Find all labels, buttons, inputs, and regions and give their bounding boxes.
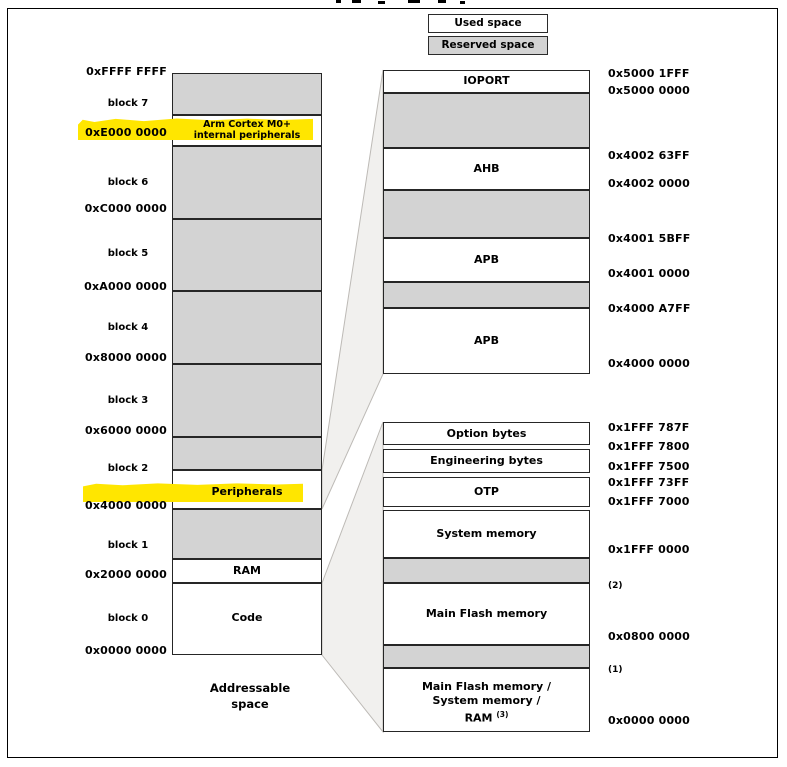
system-memory-label: System memory [436, 527, 537, 540]
legend-reserved-label: Reserved space [441, 39, 535, 51]
segment-block7-reserved [172, 73, 322, 115]
addr-0x1fff7000: 0x1FFF 7000 [608, 495, 690, 508]
block6-label: block 6 [107, 177, 149, 188]
ahb-box [383, 148, 590, 190]
flash-system-ram-box [383, 668, 590, 732]
addr-0x60000000: 0x6000 0000 [84, 424, 167, 437]
addressable-space-caption: Addressable space [180, 680, 320, 712]
code-label: Code [231, 611, 263, 624]
legend-used-box: Used space [428, 14, 548, 33]
reserved-gap-1 [383, 93, 590, 148]
note-3-ref: (3) [496, 710, 509, 719]
caption-line1: Addressable [209, 681, 291, 695]
block3-label: block 3 [107, 395, 149, 406]
engineering-bytes-label: Engineering bytes [430, 454, 543, 467]
addr-0x40000000: 0x4000 0000 [84, 499, 167, 512]
addr-0x20000000: 0x2000 0000 [84, 568, 167, 581]
addr-0x00000000-detail: 0x0000 0000 [608, 714, 691, 727]
segment-block4-reserved [172, 291, 322, 364]
highlight-cortex [78, 118, 313, 140]
ram-box [172, 559, 322, 583]
addr-0xffffffff: 0xFFFF FFFF [86, 65, 167, 78]
addr-0x40020000: 0x4002 0000 [608, 177, 691, 190]
segment-block3-reserved [172, 364, 322, 437]
engineering-bytes-box [383, 449, 590, 473]
legend-reserved-box: Reserved space [428, 36, 548, 55]
addr-0x1fff0000: 0x1FFF 0000 [608, 543, 690, 556]
peripherals-label: Peripherals [211, 485, 283, 498]
note-1-marker: (1) [608, 665, 623, 675]
cortex-label-line1: Arm Cortex M0+ [203, 119, 291, 130]
option-bytes-label: Option bytes [446, 427, 527, 440]
otp-label: OTP [474, 485, 499, 498]
addr-0x40010000: 0x4001 0000 [608, 267, 691, 280]
block7-label: block 7 [107, 98, 149, 109]
addr-0x80000000: 0x8000 0000 [84, 351, 167, 364]
addr-0xa0000000: 0xA000 0000 [84, 280, 167, 293]
cortex-label-line2: internal peripherals [193, 130, 301, 141]
block2-label: block 2 [107, 463, 149, 474]
system-memory-box [383, 510, 590, 558]
segment-block5-reserved [172, 219, 322, 291]
addr-0x1fff787f: 0x1FFF 787F [608, 421, 690, 434]
segment-block2-reserved [172, 437, 322, 470]
block1-label: block 1 [107, 540, 149, 551]
apb1-label: APB [474, 253, 499, 266]
ram-label: RAM [233, 564, 261, 577]
block5-label: block 5 [107, 248, 149, 259]
apb2-label: APB [474, 334, 499, 347]
reserved-gap-4 [383, 558, 590, 583]
figure-border [7, 8, 778, 758]
reserved-gap-5 [383, 645, 590, 668]
cropped-title-artifact [408, 0, 420, 3]
addr-0x4000a7ff: 0x4000 A7FF [608, 302, 691, 315]
apb2-box [383, 308, 590, 374]
fan-peripherals [321, 69, 384, 510]
reserved-gap-3 [383, 282, 590, 308]
combo-line2: System memory / [432, 694, 541, 707]
addr-0x400263ff: 0x4002 63FF [608, 149, 690, 162]
addr-0x50000000: 0x5000 0000 [608, 84, 691, 97]
addr-0x1fff7500: 0x1FFF 7500 [608, 460, 690, 473]
addr-0xe0000000: 0xE000 0000 [85, 126, 167, 139]
note-2-marker: (2) [608, 581, 623, 591]
cropped-title-artifact [336, 0, 341, 3]
addr-0x1fff73ff: 0x1FFF 73FF [608, 476, 690, 489]
fan-memory [321, 421, 384, 734]
addr-0x50001fff: 0x5000 1FFF [608, 67, 690, 80]
legend-used-label: Used space [454, 17, 522, 29]
reserved-gap-2 [383, 190, 590, 238]
flash-system-ram-label: Main Flash memory / System memory / RAM … [383, 680, 590, 726]
otp-box [383, 477, 590, 507]
cropped-title-artifact [460, 1, 465, 4]
option-bytes-box [383, 422, 590, 445]
caption-line2: space [231, 697, 269, 711]
block0-label: block 0 [107, 613, 149, 624]
cropped-title-artifact [378, 1, 385, 4]
main-flash-label: Main Flash memory [425, 607, 548, 620]
highlight-peripherals [83, 483, 303, 502]
combo-line3: RAM (3) [464, 710, 509, 725]
combo-line1: Main Flash memory / [421, 680, 552, 693]
cropped-title-artifact [438, 0, 446, 3]
ioport-label: IOPORT [463, 74, 510, 87]
addr-0x40000000-detail: 0x4000 0000 [608, 357, 691, 370]
main-flash-box [383, 583, 590, 645]
cropped-title-artifact [352, 0, 361, 3]
block4-label: block 4 [107, 322, 149, 333]
apb1-box [383, 238, 590, 282]
code-box [172, 583, 322, 655]
ioport-box [383, 70, 590, 93]
segment-block1-reserved [172, 509, 322, 559]
ahb-label: AHB [473, 162, 500, 175]
addr-0x00000000: 0x0000 0000 [84, 644, 167, 657]
addr-0x08000000: 0x0800 0000 [608, 630, 691, 643]
addr-0xc0000000: 0xC000 0000 [84, 202, 167, 215]
addr-0x40015bff: 0x4001 5BFF [608, 232, 691, 245]
addr-0x1fff7800: 0x1FFF 7800 [608, 440, 690, 453]
segment-block6-reserved [172, 146, 322, 219]
